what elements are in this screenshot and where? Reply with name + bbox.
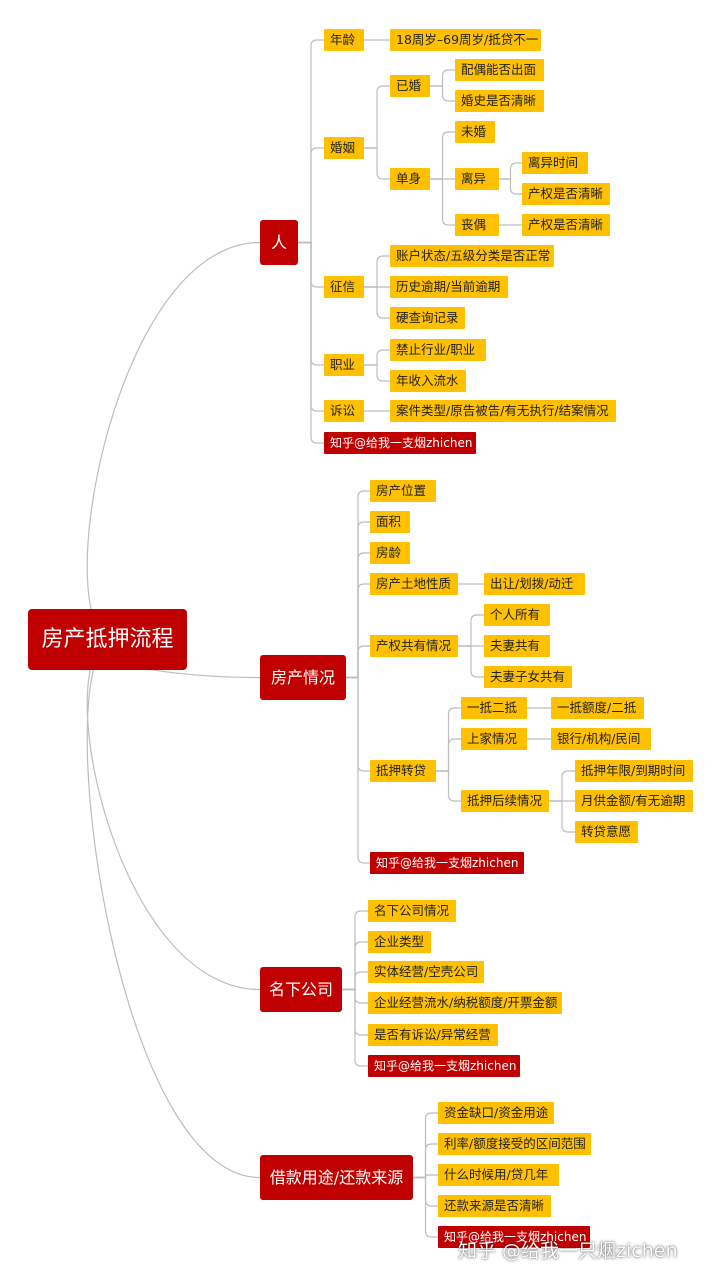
mindmap-node-b1-4: 产权共有情况	[370, 635, 458, 657]
mindmap-node-b1-3-0: 出让/划拨/动迁	[484, 573, 585, 595]
connector-line	[346, 552, 370, 679]
mindmap-node-b3-0: 资金缺口/资金用途	[438, 1102, 554, 1124]
mindmap-node-b0-1-0-0: 配偶能否出面	[455, 59, 544, 81]
connector-line	[86, 241, 261, 641]
connector-line	[364, 147, 390, 180]
connector-line	[86, 638, 261, 991]
mindmap-node-b1-5-2: 抵押后续情况	[461, 790, 549, 812]
connector-line	[413, 1143, 438, 1179]
mindmap-root: 房产抵押流程	[28, 609, 187, 670]
connector-line	[430, 85, 455, 102]
mindmap-node-b1-5-2-1: 月供金额/有无逾期	[575, 790, 693, 812]
mindmap-node-b0-1-1: 单身	[390, 168, 430, 190]
connector-line	[436, 770, 461, 802]
connector-line	[346, 490, 370, 679]
connector-line	[549, 770, 575, 802]
mindmap-node-b0-1: 婚姻	[324, 137, 364, 159]
connector-line	[458, 614, 484, 647]
zhihu-credit-b2-5: 知乎@给我一支烟zhichen	[368, 1055, 520, 1077]
mindmap-node-b1-1: 面积	[370, 511, 410, 533]
connector-line	[346, 583, 370, 679]
mindmap-node-b0-1-1-0: 未婚	[455, 121, 495, 143]
mindmap-node-b2-1: 企业类型	[368, 931, 431, 953]
mindmap-node-b0-3-1: 年收入流水	[390, 370, 466, 392]
connector-line	[430, 69, 455, 87]
connector-line	[342, 971, 368, 991]
mindmap-node-b1-5-0: 一抵二抵	[461, 697, 527, 719]
connector-line	[499, 178, 522, 195]
mindmap-node-b1-3: 房产土地性质	[370, 573, 458, 595]
mindmap-node-b0-2: 征信	[324, 276, 364, 298]
mindmap-node-b0-2-2: 硬查询记录	[390, 307, 465, 329]
connector-line	[342, 910, 368, 991]
mindmap-node-b1-4-0: 个人所有	[484, 604, 550, 626]
connector-line	[364, 255, 390, 288]
connector-line	[458, 645, 484, 678]
mindmap-node-b0-1-1-1-1: 产权是否清晰	[522, 183, 610, 205]
connector-line	[346, 676, 370, 864]
zhihu-credit-b1-6: 知乎@给我一支烟zhichen	[370, 852, 524, 874]
mindmap-node-b0-0-0: 18周岁–69周岁/抵贷不一	[390, 29, 541, 51]
mindmap-node-b1-5-1: 上家情况	[461, 728, 527, 750]
connector-line	[499, 162, 522, 180]
mindmap-node-b0-3: 职业	[324, 354, 364, 376]
connector-line	[298, 147, 324, 244]
mindmap-branch-3: 借款用途/还款来源	[260, 1155, 413, 1200]
mindmap-node-b3-2: 什么时候用/贷几年	[438, 1164, 559, 1186]
connector-line	[364, 286, 390, 319]
mindmap-node-b1-5-2-0: 抵押年限/到期时间	[575, 760, 693, 782]
mindmap-node-b0-1-0: 已婚	[390, 75, 430, 97]
mindmap-node-b0-2-0: 账户状态/五级分类是否正常	[390, 245, 554, 267]
zhihu-credit-b3-4: 知乎@给我一支烟zhichen	[438, 1226, 590, 1248]
mindmap-node-b0-3-0: 禁止行业/职业	[390, 339, 486, 361]
mindmap-branch-2: 名下公司	[260, 967, 342, 1012]
connector-line	[346, 521, 370, 679]
mindmap-node-b0-4: 诉讼	[324, 400, 364, 422]
mindmap-node-b3-3: 还款来源是否清晰	[438, 1195, 551, 1217]
mindmap-node-b2-3: 企业经营流水/纳税额度/开票金额	[368, 992, 562, 1014]
mindmap-node-b0-1-1-1-0: 离异时间	[522, 152, 588, 174]
connector-line	[549, 800, 575, 833]
mindmap-node-b0-1-1-1: 离异	[455, 168, 499, 190]
mindmap-node-b0-0: 年龄	[324, 29, 364, 51]
connector-line	[298, 241, 324, 444]
mindmap-branch-0: 人	[260, 220, 298, 265]
connector-line	[364, 364, 390, 382]
mindmap-node-b2-4: 是否有诉讼/异常经营	[368, 1024, 498, 1046]
mindmap-node-b1-0: 房产位置	[370, 480, 436, 502]
connector-line	[342, 988, 368, 1067]
zhihu-credit-b0-5: 知乎@给我一支烟zhichen	[324, 432, 476, 454]
mindmap-node-b1-5-1-0: 银行/机构/民间	[551, 728, 651, 750]
mindmap-branch-1: 房产情况	[260, 655, 346, 700]
connector-line	[342, 941, 368, 991]
mindmap-node-b3-1: 利率/额度接受的区间范围	[438, 1133, 591, 1155]
connector-line	[364, 85, 390, 149]
connector-line	[346, 645, 370, 679]
connector-line	[430, 178, 455, 226]
mindmap-node-b0-1-0-1: 婚史是否清晰	[455, 90, 544, 112]
mindmap-node-b1-5-2-2: 转贷意愿	[575, 821, 638, 843]
zhihu-watermark: 知乎 @给我一只烟zichen	[458, 1240, 678, 1262]
connector-line	[298, 39, 324, 244]
connector-line	[413, 1176, 438, 1238]
mindmap-node-b0-4-0: 案件类型/原告被告/有无执行/结案情况	[390, 400, 616, 422]
mindmap-node-b1-5-0-0: 一抵额度/二抵	[551, 697, 644, 719]
connector-line	[413, 1112, 438, 1179]
mindmap-node-b1-2: 房龄	[370, 542, 410, 564]
mindmap-node-b1-4-1: 夫妻共有	[484, 635, 550, 657]
mindmap-node-b0-2-1: 历史逾期/当前逾期	[390, 276, 508, 298]
mindmap-node-b0-1-1-2: 丧偶	[455, 214, 499, 236]
connector-line	[430, 131, 455, 180]
connector-line	[86, 638, 261, 1179]
connector-line	[436, 707, 461, 772]
connector-line	[436, 738, 461, 772]
mindmap-node-b0-1-1-2-0: 产权是否清晰	[522, 214, 610, 236]
mindmap-node-b2-2: 实体经营/空壳公司	[368, 961, 484, 983]
mindmap-node-b1-5: 抵押转贷	[370, 760, 436, 782]
mindmap-node-b2-0: 名下公司情况	[368, 900, 456, 922]
mindmap-node-b1-4-2: 夫妻子女共有	[484, 666, 572, 688]
connector-line	[364, 349, 390, 366]
